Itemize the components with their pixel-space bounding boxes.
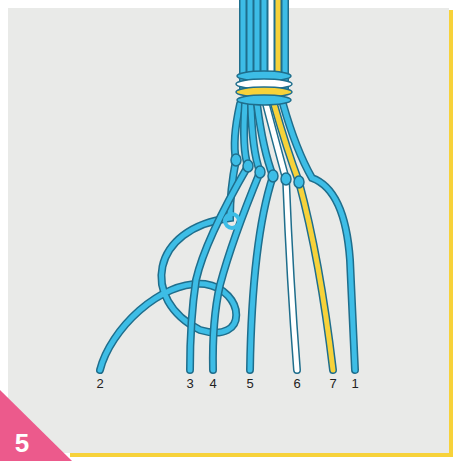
cord-number: 7: [329, 377, 336, 390]
cord: [100, 104, 240, 370]
cord-outline: [283, 104, 355, 370]
knot: [255, 166, 265, 178]
knot: [268, 170, 278, 182]
cord-number: 3: [186, 377, 193, 390]
cord-outline: [100, 104, 240, 370]
cord: [250, 104, 273, 370]
knot: [281, 173, 291, 185]
cord-number: 2: [96, 377, 103, 390]
knot: [243, 160, 253, 172]
cord-outline: [250, 104, 273, 370]
cord-outline: [190, 104, 248, 370]
knot: [294, 176, 304, 188]
cord-number: 1: [351, 377, 358, 390]
cord-number: 5: [246, 377, 253, 390]
cord: [274, 104, 333, 370]
cord: [283, 104, 355, 370]
hitch-loop: [225, 214, 239, 228]
step-number: 5: [15, 430, 29, 456]
cord-number: 4: [209, 377, 216, 390]
knot: [231, 154, 241, 166]
cord-outline: [274, 104, 333, 370]
cord: [190, 104, 248, 370]
cord-number: 6: [293, 377, 300, 390]
